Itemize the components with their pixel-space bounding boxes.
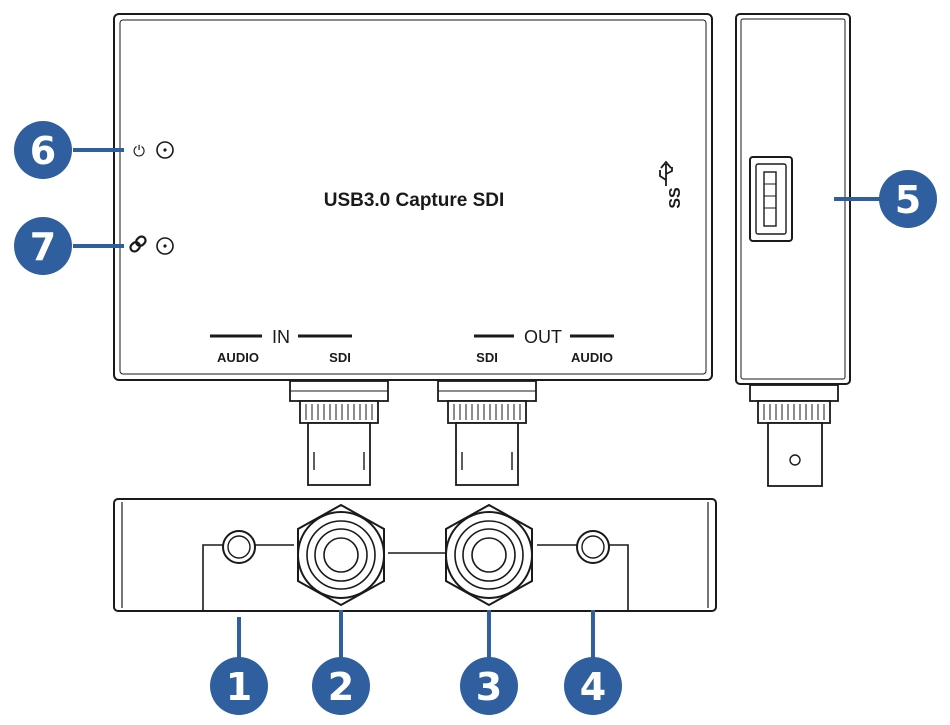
in-label: IN bbox=[272, 327, 290, 347]
callout-3: 3 bbox=[460, 657, 518, 715]
svg-text:7: 7 bbox=[30, 225, 56, 269]
usb-port bbox=[749, 156, 793, 242]
svg-text:5: 5 bbox=[895, 178, 921, 222]
svg-text:SS: SS bbox=[667, 187, 684, 209]
audio-in-jack bbox=[222, 530, 256, 564]
top-view-body-inner bbox=[119, 19, 707, 375]
audio-out-jack bbox=[576, 530, 610, 564]
callout-2: 2 bbox=[312, 657, 370, 715]
link-led bbox=[156, 237, 174, 255]
svg-text:6: 6 bbox=[30, 129, 56, 173]
usb3-logo-icon: SS bbox=[659, 160, 684, 209]
top-view bbox=[113, 13, 713, 381]
bnc-out-connector-top bbox=[437, 380, 537, 486]
callout-7: 7 bbox=[14, 217, 72, 275]
out-sdi-label: SDI bbox=[476, 350, 498, 365]
out-group: OUT SDI AUDIO bbox=[474, 327, 614, 365]
in-sdi-label: SDI bbox=[329, 350, 351, 365]
out-label: OUT bbox=[524, 327, 562, 347]
link-icon bbox=[129, 235, 147, 253]
svg-text:3: 3 bbox=[476, 665, 502, 709]
callout-1: 1 bbox=[210, 657, 268, 715]
bnc-in-connector-top bbox=[289, 380, 389, 486]
svg-text:2: 2 bbox=[328, 665, 354, 709]
in-group: IN AUDIO SDI bbox=[210, 327, 352, 365]
bnc-connector-side bbox=[749, 384, 839, 487]
top-view-body bbox=[113, 13, 713, 381]
out-audio-label: AUDIO bbox=[571, 350, 613, 365]
svg-text:1: 1 bbox=[226, 665, 252, 709]
in-audio-label: AUDIO bbox=[217, 350, 259, 365]
device-title: USB3.0 Capture SDI bbox=[324, 190, 505, 211]
sdi-in-connector-front bbox=[297, 503, 385, 607]
power-led bbox=[156, 141, 174, 159]
sdi-out-connector-front bbox=[445, 503, 533, 607]
callout-6: 6 bbox=[14, 121, 72, 179]
callout-5: 5 bbox=[879, 170, 937, 228]
callout-4: 4 bbox=[564, 657, 622, 715]
front-view bbox=[113, 498, 717, 612]
power-icon: ⏻ bbox=[133, 143, 145, 160]
leader-lines bbox=[73, 148, 882, 660]
front-view-body bbox=[113, 498, 717, 612]
svg-text:4: 4 bbox=[580, 665, 606, 709]
